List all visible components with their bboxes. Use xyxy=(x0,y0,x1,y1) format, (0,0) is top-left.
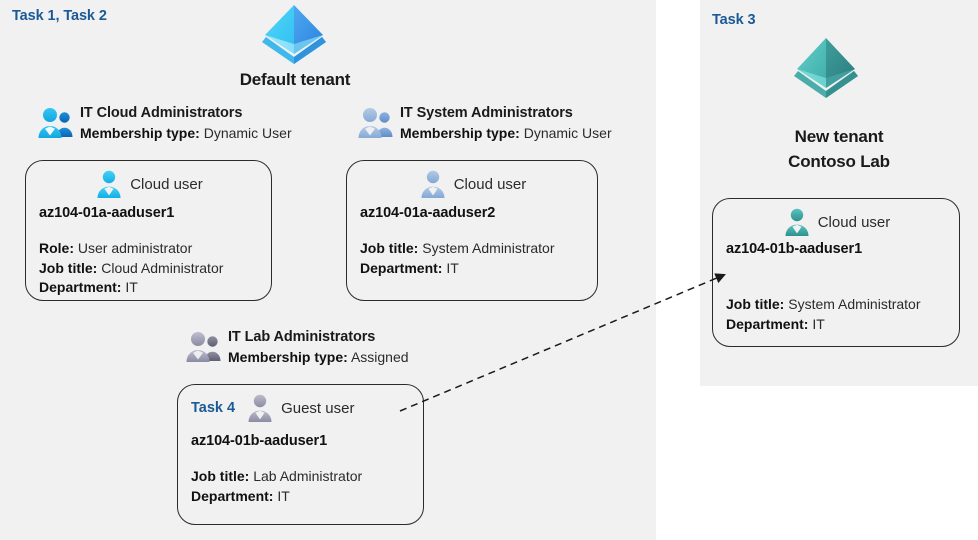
azure-ad-tenant-icon xyxy=(794,38,858,98)
group-membership-type: Membership type: Dynamic User xyxy=(400,123,612,143)
user-card-az104-01a-aaduser1[interactable]: Cloud user az104-01a-aaduser1 Role: User… xyxy=(25,160,272,301)
card-task-label: Task 4 xyxy=(191,400,236,416)
cloud-user-icon xyxy=(421,170,445,198)
card-property-row: Job title: Cloud Administrator xyxy=(39,259,223,279)
group-header-text: IT Lab Administrators Membership type: A… xyxy=(228,328,409,367)
property-value: User administrator xyxy=(77,240,193,256)
group-membership-value: Dynamic User xyxy=(203,125,292,141)
left-panel-default-tenant xyxy=(0,0,656,540)
new-tenant-title-line1: New tenant xyxy=(794,127,884,146)
task-label-3: Task 3 xyxy=(712,12,756,28)
property-value: System Administrator xyxy=(422,240,555,256)
group-membership-key: Membership type: xyxy=(80,125,200,141)
group-name: IT System Administrators xyxy=(400,105,573,121)
card-user-id: az104-01b-aaduser1 xyxy=(191,433,328,449)
group-membership-type: Membership type: Dynamic User xyxy=(80,123,292,143)
group-membership-value: Assigned xyxy=(350,349,409,365)
group-membership-type: Membership type: Assigned xyxy=(228,347,409,367)
card-properties: Job title: System Administrator Departme… xyxy=(726,295,921,334)
property-key: Job title: xyxy=(191,468,250,484)
card-properties: Job title: System Administrator Departme… xyxy=(360,239,555,278)
user-card-az104-01a-aaduser2[interactable]: Cloud user az104-01a-aaduser2 Job title:… xyxy=(346,160,598,301)
card-property-row: Role: User administrator xyxy=(39,239,223,259)
user-card-new-tenant-az104-01b-aaduser1[interactable]: Cloud user az104-01b-aaduser1 Job title:… xyxy=(712,198,960,347)
card-user-id: az104-01a-aaduser2 xyxy=(360,205,496,221)
property-key: Department: xyxy=(39,279,122,295)
group-users-icon xyxy=(358,108,393,138)
cloud-user-icon xyxy=(785,208,809,236)
card-property-row: Department: IT xyxy=(360,259,555,279)
property-key: Department: xyxy=(191,487,274,504)
card-header: Cloud user xyxy=(347,169,597,199)
card-property-row: Department: IT xyxy=(39,278,223,298)
new-tenant-title-line2: Contoso Lab xyxy=(788,152,890,171)
guest-user-icon xyxy=(248,394,272,422)
property-value: Lab Administrator xyxy=(253,468,363,484)
card-user-type: Cloud user xyxy=(130,175,203,193)
azure-ad-tenant-icon xyxy=(262,5,326,64)
group-header-text: IT Cloud Administrators Membership type:… xyxy=(80,104,292,143)
group-membership-key: Membership type: xyxy=(400,125,520,141)
new-tenant-title: New tenant Contoso Lab xyxy=(700,124,978,174)
property-key: Job title: xyxy=(360,240,419,256)
card-header: Cloud user xyxy=(26,169,271,199)
property-key: Role: xyxy=(39,240,74,256)
card-user-id: az104-01b-aaduser1 xyxy=(726,241,863,257)
property-value: Cloud Administrator xyxy=(101,259,224,276)
card-property-row: Job title: System Administrator xyxy=(726,295,921,315)
property-key: Job title: xyxy=(39,259,98,276)
group-membership-value: Dynamic User xyxy=(523,125,612,141)
card-user-type: Guest user xyxy=(281,399,355,417)
card-header: Task 4 Guest user xyxy=(178,393,423,423)
card-user-type: Cloud user xyxy=(453,175,527,193)
card-property-row: Department: IT xyxy=(191,487,362,507)
cloud-user-icon xyxy=(97,170,121,198)
card-property-row: Job title: Lab Administrator xyxy=(191,467,362,487)
property-value: IT xyxy=(125,279,138,295)
property-value: IT xyxy=(277,487,290,504)
property-value: IT xyxy=(812,315,825,332)
property-key: Department: xyxy=(360,259,443,276)
card-user-id: az104-01a-aaduser1 xyxy=(39,205,175,221)
card-properties: Job title: Lab Administrator Department:… xyxy=(191,467,362,506)
group-name: IT Lab Administrators xyxy=(228,329,376,345)
card-property-row: Department: IT xyxy=(726,315,921,335)
group-name: IT Cloud Administrators xyxy=(80,105,243,121)
card-user-type: Cloud user xyxy=(817,213,891,231)
property-key: Department: xyxy=(726,315,809,332)
group-users-icon xyxy=(186,332,221,362)
group-header-text: IT System Administrators Membership type… xyxy=(400,104,612,143)
group-membership-key: Membership type: xyxy=(228,349,348,365)
property-value: IT xyxy=(446,259,459,276)
card-header: Cloud user xyxy=(713,207,959,237)
group-users-icon xyxy=(38,108,73,138)
default-tenant-title: Default tenant xyxy=(239,70,351,89)
property-value: System Administrator xyxy=(788,296,921,312)
property-key: Job title: xyxy=(726,296,785,312)
user-card-guest-az104-01b-aaduser1[interactable]: Task 4 Guest user az104-01b-aaduser1 Job… xyxy=(177,384,424,525)
task-label-1-2: Task 1, Task 2 xyxy=(12,8,107,24)
card-properties: Role: User administrator Job title: Clou… xyxy=(39,239,223,298)
card-property-row: Job title: System Administrator xyxy=(360,239,555,259)
